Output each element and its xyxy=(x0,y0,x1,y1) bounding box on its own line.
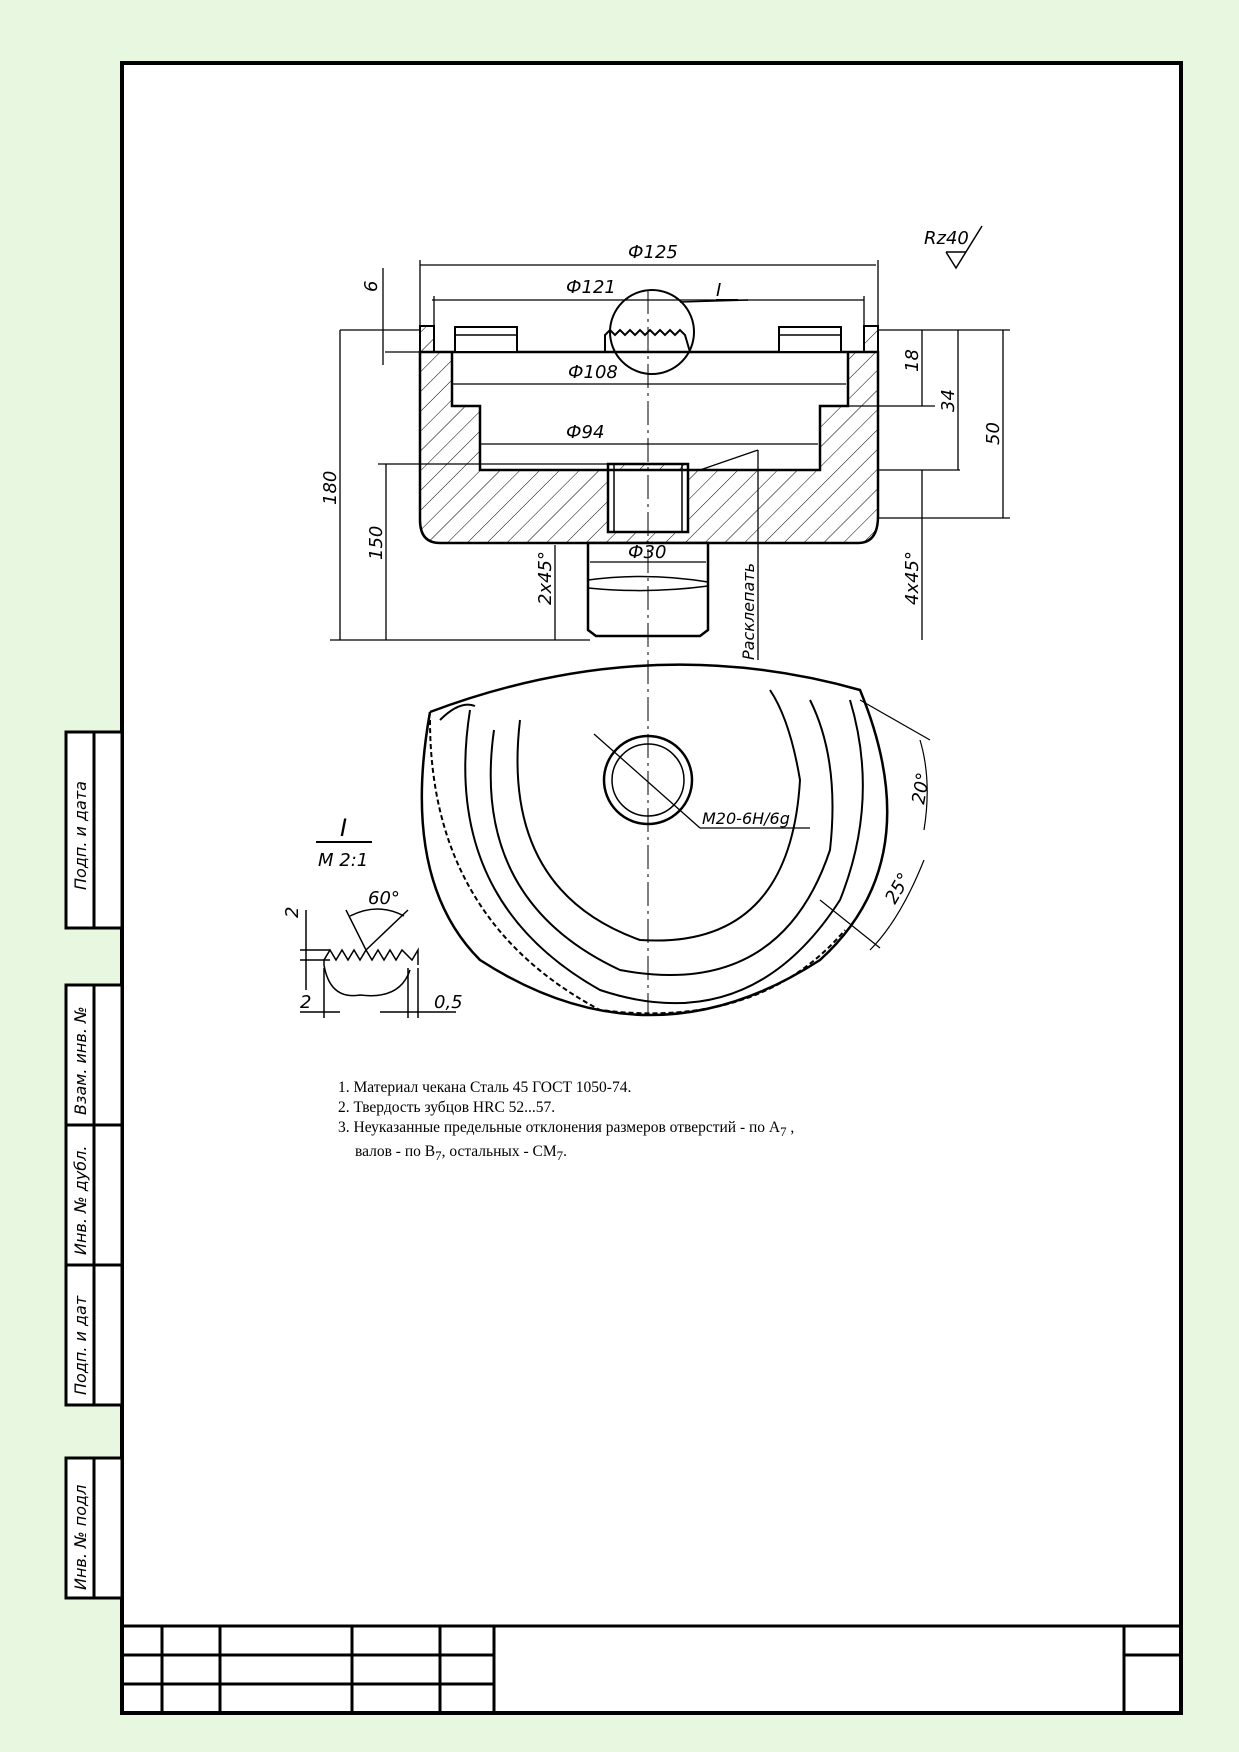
stamp-replace-inv: Взам. инв. № xyxy=(71,1006,90,1115)
stamp-sign-date-1: Подп. и дата xyxy=(71,781,90,890)
dim-d30: Ф30 xyxy=(628,542,666,563)
technical-notes: 1. Материал чекана Сталь 45 ГОСТ 1050-74… xyxy=(338,1078,938,1166)
stamp-orig-inv: Инв. № подл xyxy=(71,1485,90,1590)
side-stamp xyxy=(64,730,124,1600)
dim-d94: Ф94 xyxy=(566,422,604,443)
section-body xyxy=(418,350,880,545)
dim-h18: 18 xyxy=(902,349,923,372)
detail-w05: 0,5 xyxy=(434,992,463,1013)
dim-d121: Ф121 xyxy=(566,277,616,298)
title-block xyxy=(122,1624,1181,1713)
detail-w2: 2 xyxy=(300,992,311,1013)
detail-scale: M 2:1 xyxy=(318,850,368,871)
note-3-cont: валов - по В7, остальных - СМ7. xyxy=(355,1143,567,1164)
detail-angle: 60° xyxy=(368,888,400,909)
stamp-sign-date-2: Подп. и дат xyxy=(71,1295,90,1395)
dim-h150: 150 xyxy=(366,526,387,560)
stamp-dup-inv: Инв. № дубл. xyxy=(71,1146,90,1255)
note-3: 3. Неуказанные предельные отклонения раз… xyxy=(338,1119,795,1140)
dim-h6: 6 xyxy=(361,281,382,292)
thread-label: M20-6H/6g xyxy=(702,809,790,828)
dim-d125: Ф125 xyxy=(628,242,678,263)
dim-h50: 50 xyxy=(983,422,1004,445)
detail-h2: 2 xyxy=(282,907,303,918)
note-1: 1. Материал чекана Сталь 45 ГОСТ 1050-74… xyxy=(338,1079,632,1096)
detail-mark-label: I xyxy=(716,280,721,301)
dim-chamfer-right: 4x45° xyxy=(902,551,923,605)
rivet-note: Расклепать xyxy=(739,563,758,660)
dim-d108: Ф108 xyxy=(568,362,618,383)
dim-h180: 180 xyxy=(320,471,341,505)
dim-h34: 34 xyxy=(938,389,959,412)
plan-view xyxy=(420,660,931,1017)
section-view: I xyxy=(320,225,1010,660)
detail-mark: I xyxy=(340,814,347,842)
note-2: 2. Твердость зубцов HRC 52...57. xyxy=(338,1099,556,1116)
dim-chamfer-left: 2x45° xyxy=(535,551,556,605)
drawing-frame xyxy=(120,61,1183,1715)
roughness-label: Rz40 xyxy=(924,228,969,249)
detail-view xyxy=(300,841,456,1018)
